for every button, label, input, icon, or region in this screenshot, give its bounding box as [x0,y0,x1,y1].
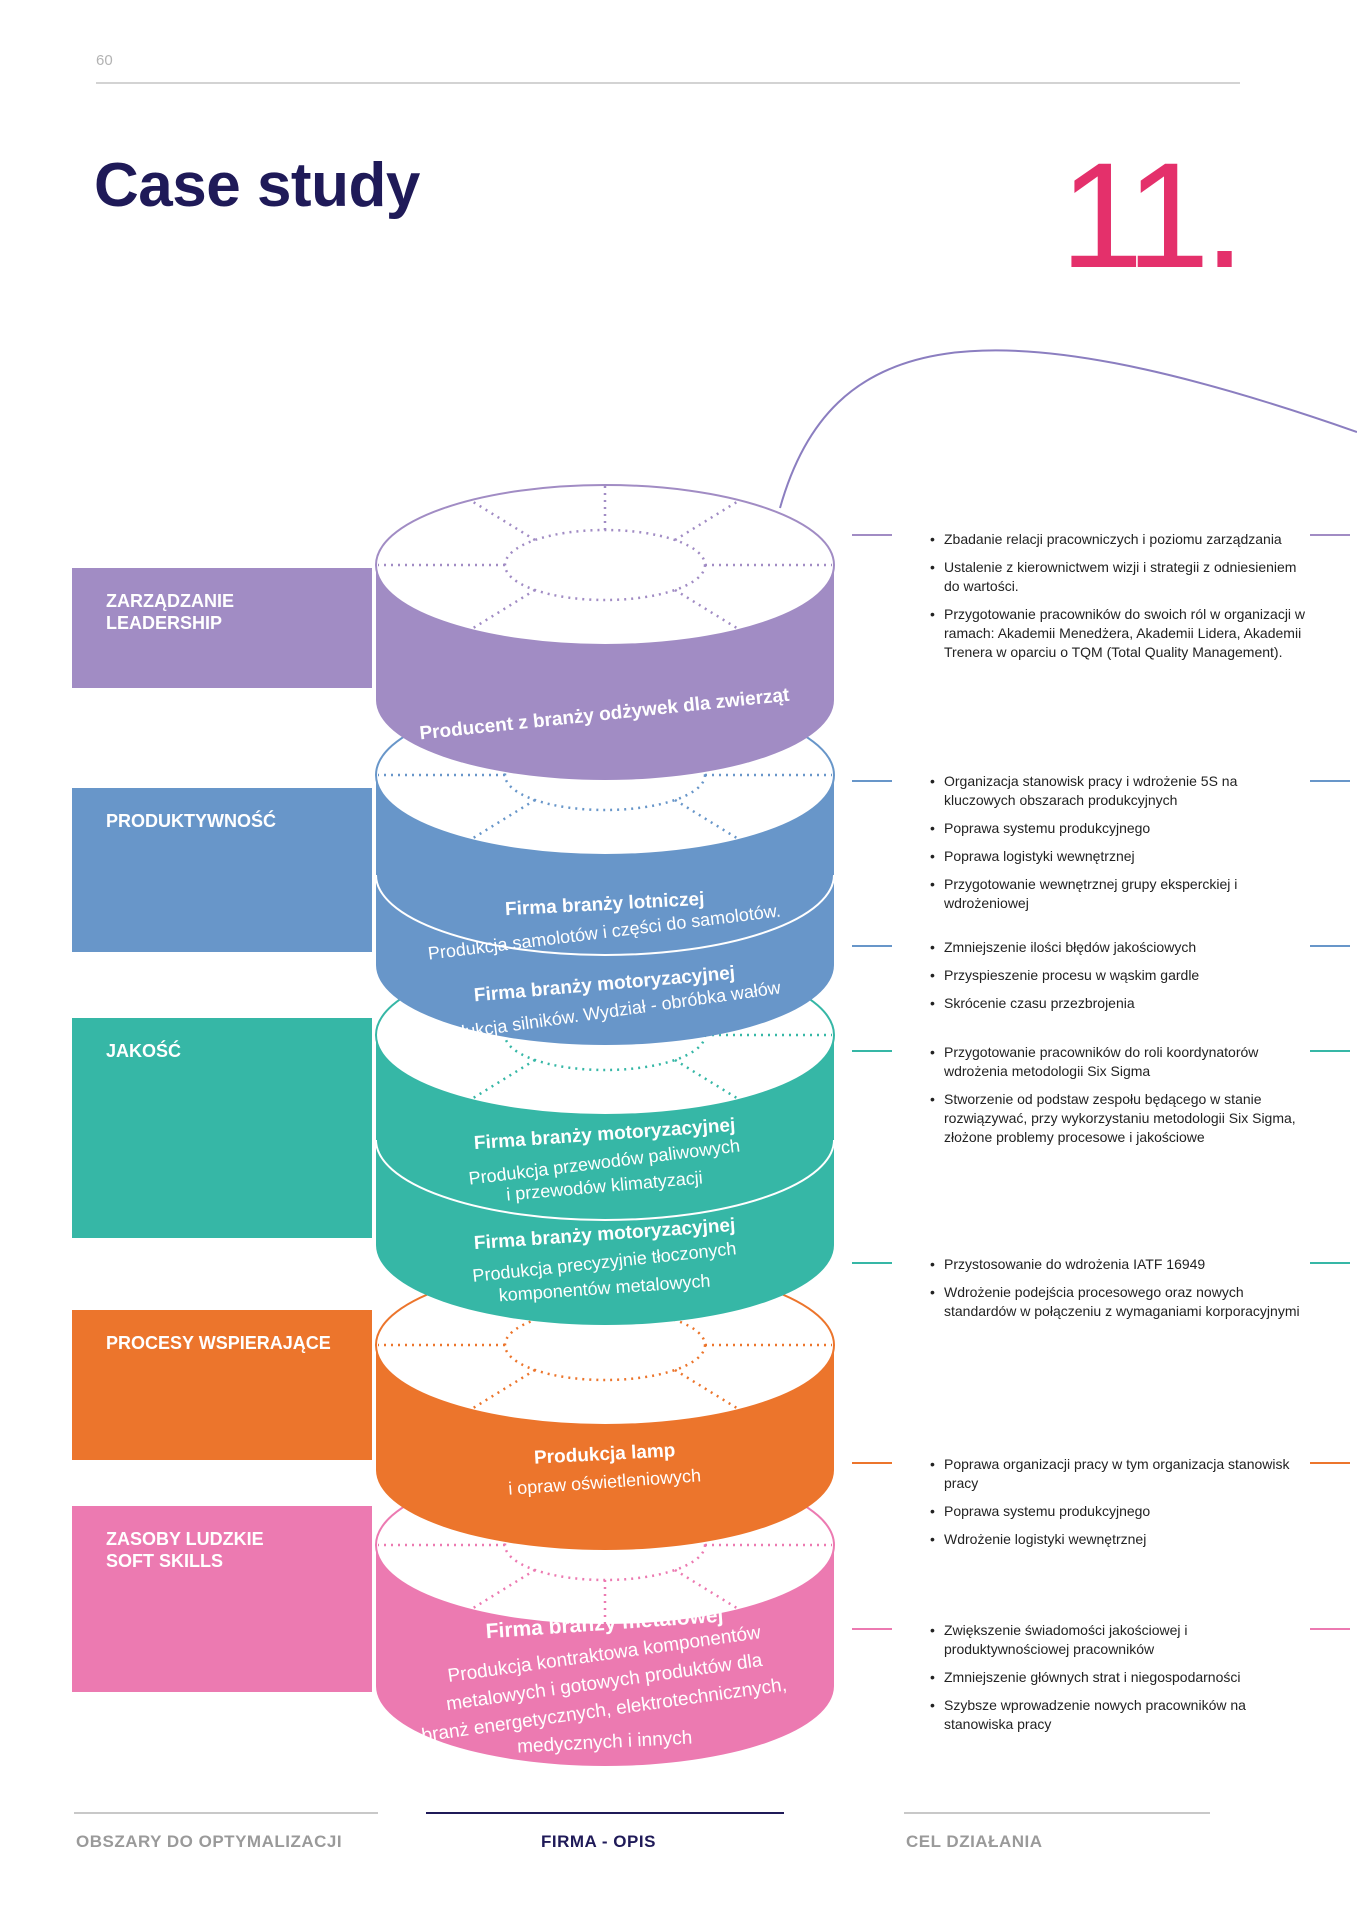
goal-item: Poprawa logistyki wewnętrznej [930,847,1310,866]
goal-item: Organizacja stanowisk pracy i wdrożenie … [930,772,1310,810]
goal-item: Skrócenie czasu przezbrojenia [930,994,1310,1013]
goal-item: Zbadanie relacji pracowniczych i poziomu… [930,530,1310,549]
goal-item: Poprawa systemu produkcyjnego [930,819,1310,838]
goal-list-support: Poprawa organizacji pracy w tym organiza… [930,1455,1310,1558]
connector-dash [852,1628,892,1630]
page-number: 60 [96,52,113,69]
category-leadership: ZARZĄDZANIE LEADERSHIP [72,568,372,688]
connector-dash [852,1050,892,1052]
connector-dash [1310,1262,1350,1264]
goal-list-quality: Przygotowanie pracowników do roli koordy… [930,1043,1310,1156]
category-label: PROCESY WSPIERAJĄCE [106,1333,331,1353]
footer-divider-center [426,1812,784,1814]
goal-item: Przygotowanie pracowników do swoich ról … [930,605,1310,662]
connector-dash [1310,945,1350,947]
goal-item: Szybsze wprowadzenie nowych pracowników … [930,1696,1310,1734]
connector-dash [852,780,892,782]
footer-label-goal: CEL DZIAŁANIA [906,1832,1043,1851]
category-productivity: PRODUKTYWNOŚĆ [72,788,372,952]
goal-item: Poprawa organizacji pracy w tym organiza… [930,1455,1310,1493]
goal-item: Poprawa systemu produkcyjnego [930,1502,1310,1521]
category-label: JAKOŚĆ [106,1041,182,1061]
connector-dash [852,1262,892,1264]
chapter-number: 11. [1060,131,1245,299]
goal-item: Zmniejszenie ilości błędów jakościowych [930,938,1310,957]
footer-label-company: FIRMA - OPIS [541,1832,656,1851]
category-label: ZASOBY LUDZKIE [106,1529,264,1549]
category-label: ZARZĄDZANIE [106,591,234,611]
connector-curve [779,349,1357,509]
goal-item: Zwiększenie świadomości jakościowej i pr… [930,1621,1310,1659]
goal-item: Ustalenie z kierownictwem wizji i strate… [930,558,1310,596]
goal-list-leadership: Zbadanie relacji pracowniczych i poziomu… [930,530,1310,671]
category-label: PRODUKTYWNOŚĆ [106,811,276,831]
connector-dash [1310,1462,1350,1464]
connector-dash [852,534,892,536]
connector-dash [852,945,892,947]
footer-label-areas: OBSZARY DO OPTYMALIZACJI [76,1832,343,1851]
cylinder-leadership [375,484,835,780]
category-label: SOFT SKILLS [106,1551,223,1571]
category-quality: JAKOŚĆ [72,1018,372,1238]
goal-list-productivity-2: Zmniejszenie ilości błędów jakościowych … [930,938,1310,1022]
connector-dash [1310,1628,1350,1630]
goal-item: Stworzenie od podstaw zespołu będącego w… [930,1090,1310,1147]
top-divider [96,82,1240,84]
category-human-resources: ZASOBY LUDZKIE SOFT SKILLS [72,1506,372,1692]
goal-list-quality-2: Przystosowanie do wdrożenia IATF 16949 W… [930,1255,1310,1330]
footer-divider-left [74,1812,378,1814]
connector-dash [852,1462,892,1464]
goal-item: Przystosowanie do wdrożenia IATF 16949 [930,1255,1310,1274]
footer-divider-right [904,1812,1210,1814]
category-support-processes: PROCESY WSPIERAJĄCE [72,1310,372,1460]
connector-dash [1310,780,1350,782]
goal-item: Wdrożenie podejścia procesowego oraz now… [930,1283,1310,1321]
goal-item: Przygotowanie pracowników do roli koordy… [930,1043,1310,1081]
goal-item: Przyspieszenie procesu w wąskim gardle [930,966,1310,985]
goal-list-hr: Zwiększenie świadomości jakościowej i pr… [930,1621,1310,1743]
connector-dash [1310,1050,1350,1052]
goal-item: Przygotowanie wewnętrznej grupy eksperck… [930,875,1310,913]
goal-list-productivity: Organizacja stanowisk pracy i wdrożenie … [930,772,1310,922]
goal-item: Wdrożenie logistyki wewnętrznej [930,1530,1310,1549]
goal-item: Zmniejszenie głównych strat i niegospoda… [930,1668,1310,1687]
connector-dash [1310,534,1350,536]
category-label: LEADERSHIP [106,613,223,633]
page-title: Case study [94,151,420,220]
